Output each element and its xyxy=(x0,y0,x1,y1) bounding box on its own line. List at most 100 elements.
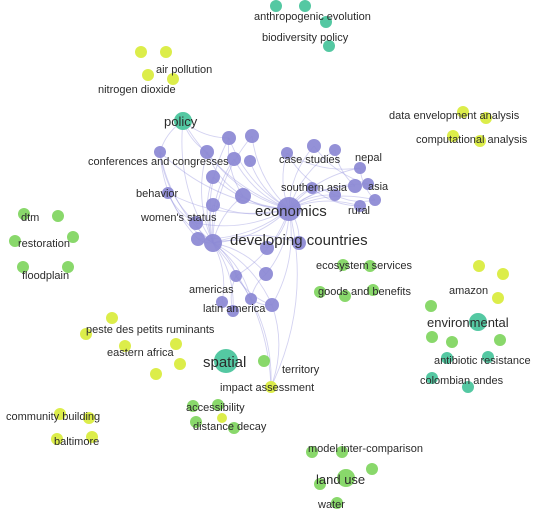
edge xyxy=(182,120,290,210)
network-node xyxy=(167,73,179,85)
network-node xyxy=(170,338,182,350)
network-node xyxy=(441,352,453,364)
label-americas: americas xyxy=(189,284,234,296)
label-policy: policy xyxy=(164,114,198,129)
network-node xyxy=(292,236,306,250)
network-node xyxy=(426,372,438,384)
network-node xyxy=(306,446,318,458)
network-node xyxy=(80,328,92,340)
network-node xyxy=(214,349,238,373)
edge xyxy=(159,151,199,240)
label-asia: asia xyxy=(368,181,389,193)
edge xyxy=(270,304,280,388)
network-node xyxy=(474,135,486,147)
network-node xyxy=(260,241,274,255)
edge xyxy=(235,275,272,388)
network-node xyxy=(191,232,205,246)
network-node xyxy=(212,399,224,411)
labels: anthropogenic evolution biodiversity pol… xyxy=(6,11,531,511)
label-impact-assessment: impact assessment xyxy=(220,382,314,394)
network-node xyxy=(354,200,366,212)
network-node xyxy=(281,147,293,159)
label-womens-status: women's status xyxy=(140,212,217,224)
label-nitrogen-dioxide: nitrogen dioxide xyxy=(98,84,176,96)
network-node xyxy=(83,412,95,424)
edge xyxy=(159,151,290,210)
label-developing-countries: developing countries xyxy=(230,232,368,249)
network-node xyxy=(206,198,220,212)
label-goods-and-benefits: goods and benefits xyxy=(318,286,411,298)
label-eastern-africa: eastern africa xyxy=(107,347,175,359)
label-computational-analysis: computational analysis xyxy=(416,134,528,146)
network-node xyxy=(323,40,335,52)
network-node xyxy=(204,234,222,252)
network-node xyxy=(162,187,174,199)
network-node xyxy=(54,408,66,420)
network-node xyxy=(426,331,438,343)
network-node xyxy=(320,16,332,28)
network-node xyxy=(348,179,362,193)
network-node xyxy=(265,298,279,312)
label-amazon: amazon xyxy=(449,285,488,297)
network-node xyxy=(9,235,21,247)
label-antibiotic-resistance: antibiotic resistance xyxy=(434,355,531,367)
network-node xyxy=(265,381,277,393)
network-node xyxy=(329,189,341,201)
network-node xyxy=(200,145,214,159)
edge xyxy=(212,135,253,244)
network-node xyxy=(367,284,379,296)
label-model-inter-comparison: model inter-comparison xyxy=(308,443,423,455)
label-accessibility: accessibility xyxy=(186,402,245,414)
network-node xyxy=(469,313,487,331)
label-peste-des-petits-ruminants: peste des petits ruminants xyxy=(86,324,215,336)
network-node xyxy=(354,162,366,174)
network-node xyxy=(314,478,326,490)
edge xyxy=(159,151,214,244)
network-node xyxy=(150,368,162,380)
network-node xyxy=(17,261,29,273)
label-environmental: environmental xyxy=(427,315,509,330)
label-conferences-and-congresses: conferences and congresses xyxy=(88,156,229,168)
network-node xyxy=(492,292,504,304)
network-node xyxy=(18,208,30,220)
network-node xyxy=(337,259,349,271)
network-node xyxy=(482,351,494,363)
edge xyxy=(286,152,361,170)
label-anthropogenic-evolution: anthropogenic evolution xyxy=(254,11,371,23)
edge xyxy=(212,242,272,388)
label-southern-asia: southern asia xyxy=(281,182,348,194)
network-node xyxy=(67,231,79,243)
network-node xyxy=(314,286,326,298)
network-node xyxy=(473,260,485,272)
network-node xyxy=(174,358,186,370)
network-node xyxy=(446,336,458,348)
label-case-studies: case studies xyxy=(279,154,341,166)
edge xyxy=(181,120,214,244)
network-node xyxy=(369,194,381,206)
network-node xyxy=(245,129,259,143)
network-node xyxy=(366,463,378,475)
network-node xyxy=(494,334,506,346)
label-dtm: dtm xyxy=(21,212,39,224)
network-node xyxy=(228,422,240,434)
label-spatial: spatial xyxy=(203,354,246,371)
network-node xyxy=(339,290,351,302)
label-nepal: nepal xyxy=(355,152,382,164)
network-node xyxy=(227,305,239,317)
network-node xyxy=(51,433,63,445)
label-baltimore: baltimore xyxy=(54,436,99,448)
label-biodiversity-policy: biodiversity policy xyxy=(262,32,349,44)
network-node xyxy=(245,293,257,305)
network-node xyxy=(174,112,192,130)
edge xyxy=(167,192,290,214)
label-rural: rural xyxy=(348,205,370,217)
label-water: water xyxy=(317,499,345,511)
label-behavior: behavior xyxy=(136,188,179,200)
network-node xyxy=(447,130,459,142)
network-node xyxy=(119,340,131,352)
network-node xyxy=(206,170,220,184)
network-node xyxy=(331,497,343,509)
nodes xyxy=(9,0,509,509)
network-node xyxy=(154,146,166,158)
